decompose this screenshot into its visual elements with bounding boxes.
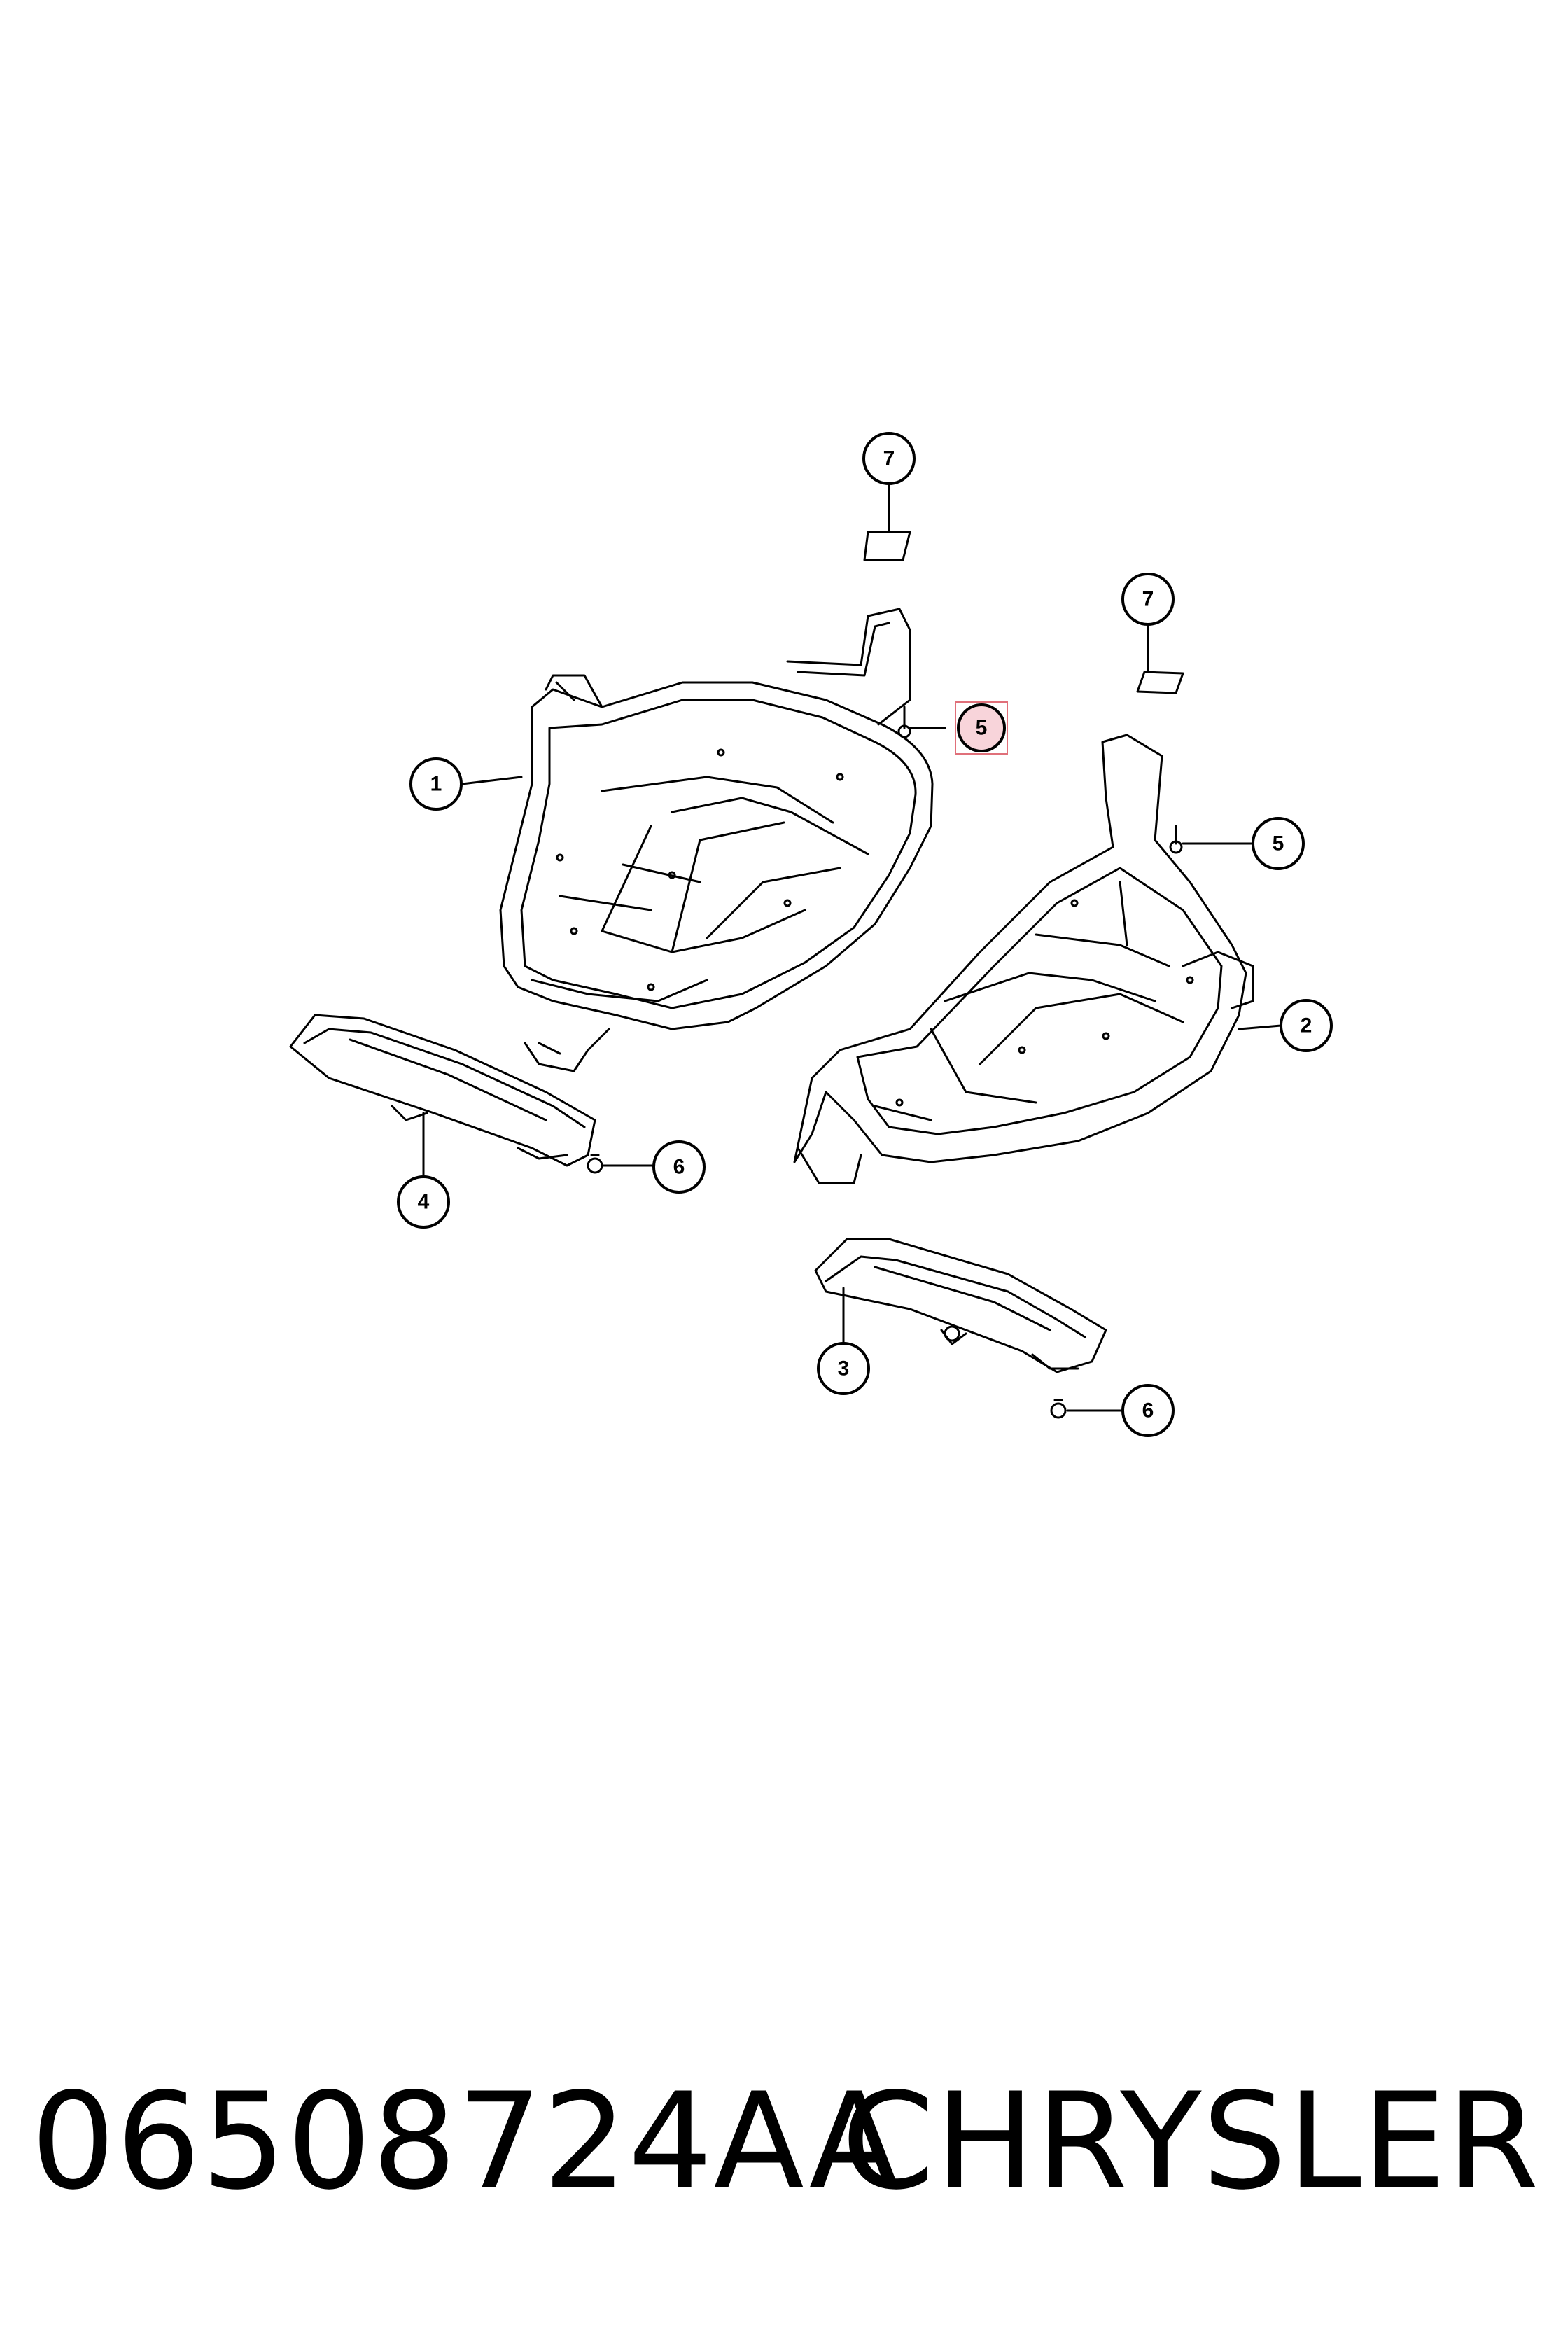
shield-right-part <box>793 734 1254 1184</box>
callout-6-right[interactable]: 6 <box>1121 1384 1175 1437</box>
footer: 06508724AA CHRYSLER <box>0 2051 1568 2233</box>
callout-7-top[interactable]: 7 <box>862 432 916 485</box>
svg-text:6: 6 <box>673 1156 685 1179</box>
callout-3[interactable]: 3 <box>817 1342 870 1395</box>
callout-6-left[interactable]: 6 <box>652 1140 706 1194</box>
svg-text:7: 7 <box>1142 588 1154 611</box>
callout-2[interactable]: 2 <box>1280 999 1333 1052</box>
highlight-box <box>955 701 1008 755</box>
svg-text:7: 7 <box>883 447 895 470</box>
callout-5-highlighted[interactable]: 5 <box>957 704 1006 752</box>
callout-7-right[interactable]: 7 <box>1121 573 1175 626</box>
pad-7a-part <box>863 531 911 561</box>
svg-text:2: 2 <box>1301 1014 1312 1037</box>
brand-name: CHRYSLER <box>841 2064 1540 2219</box>
clip-6a-part <box>587 1154 603 1174</box>
svg-text:4: 4 <box>418 1191 430 1214</box>
svg-text:1: 1 <box>430 773 442 796</box>
bolt-5b-part <box>1169 825 1183 854</box>
pad-7b-part <box>1136 671 1184 694</box>
svg-text:5: 5 <box>1273 832 1284 855</box>
callout-5-right[interactable]: 5 <box>1252 817 1305 870</box>
shield-left-part <box>499 608 934 1072</box>
part-number: 06508724AA <box>31 2064 901 2219</box>
rail-right-part <box>814 1238 1107 1373</box>
rail-left-part <box>289 1014 596 1167</box>
clip-6b-part <box>1050 1399 1067 1419</box>
callout-4[interactable]: 4 <box>397 1175 450 1228</box>
svg-text:3: 3 <box>838 1357 850 1380</box>
svg-text:6: 6 <box>1142 1399 1154 1422</box>
svg-text:5: 5 <box>976 717 988 740</box>
callout-1[interactable]: 1 <box>410 757 463 811</box>
bolt-5a-part <box>897 706 911 738</box>
